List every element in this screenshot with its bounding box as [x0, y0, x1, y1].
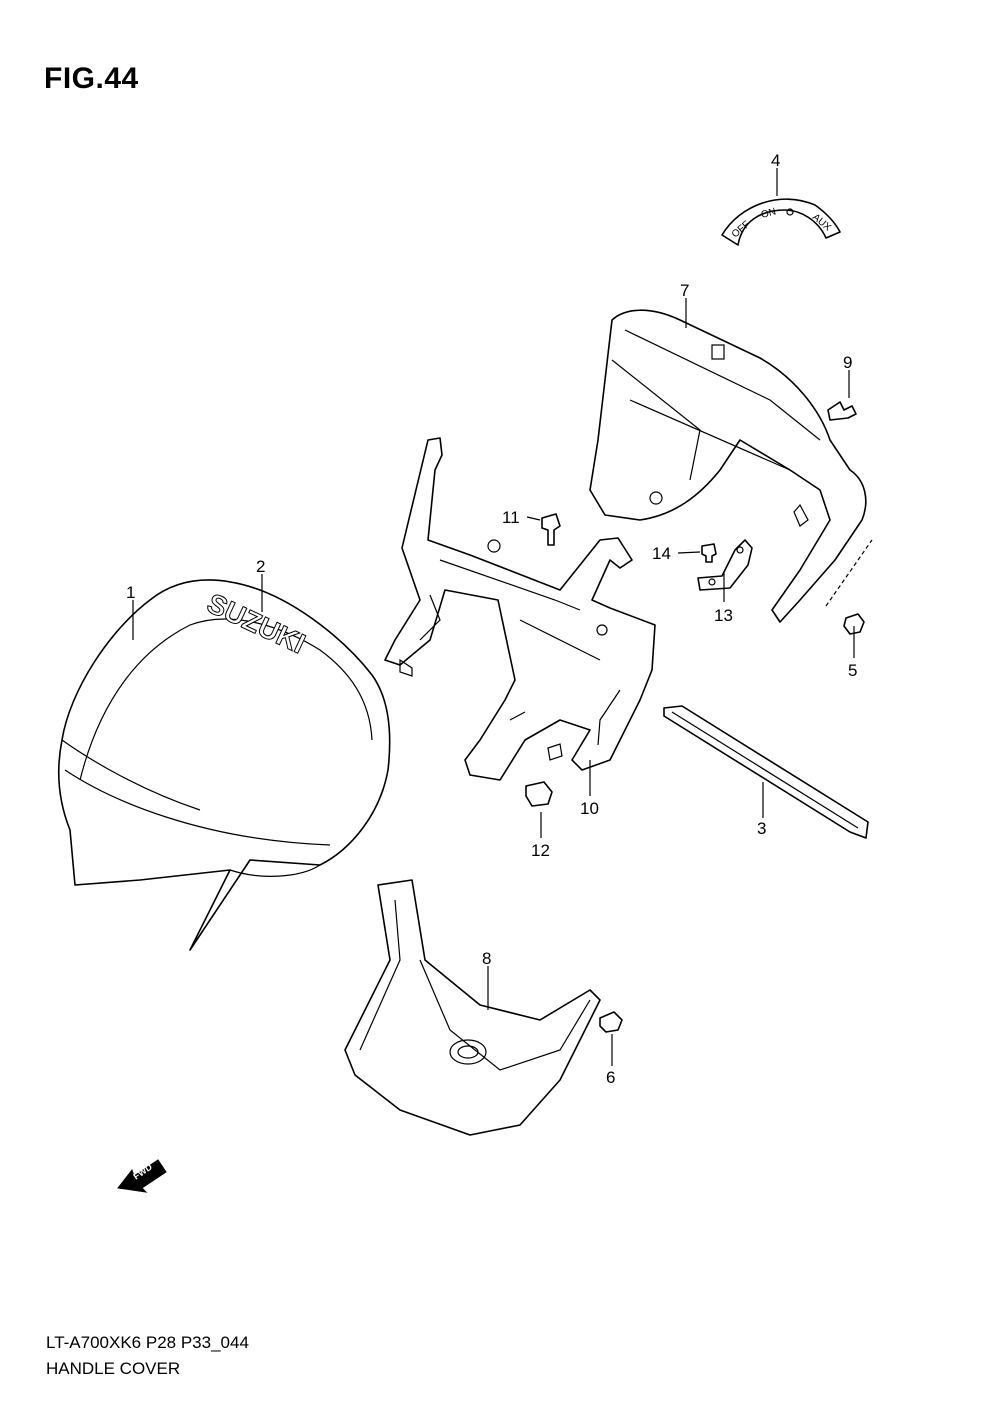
part-1-handle-cover[interactable]	[57, 579, 391, 951]
section-name: HANDLE COVER	[46, 1359, 181, 1378]
part-3-seal-strip[interactable]	[663, 705, 869, 839]
callout-1: 1	[126, 583, 135, 602]
callout-14: 14	[652, 544, 671, 563]
callout-leaders	[132, 168, 855, 1066]
part-8-lower-cover[interactable]	[344, 879, 601, 1136]
part-7-upper-cover[interactable]	[589, 309, 867, 623]
callout-7: 7	[680, 281, 689, 300]
part-12-grommet[interactable]	[525, 781, 553, 807]
callout-3: 3	[757, 819, 766, 838]
light-icon	[786, 208, 794, 216]
callout-12: 12	[531, 841, 550, 860]
fwd-arrow-icon: FWD	[117, 1159, 167, 1193]
callout-labels: 1 2 3 4 5 6 7 8 9 10 11 12 13 14	[126, 151, 857, 1087]
part-10-bracket[interactable]	[384, 437, 656, 781]
part-5-clip[interactable]	[843, 613, 865, 635]
part-13-clamp[interactable]	[697, 539, 753, 591]
part-4-switch-decal[interactable]: OFF ON AUX	[721, 198, 841, 246]
callout-2: 2	[256, 557, 265, 576]
part-9-screw[interactable]	[827, 401, 857, 421]
callout-8: 8	[482, 949, 491, 968]
callout-6: 6	[606, 1068, 615, 1087]
callout-13: 13	[714, 606, 733, 625]
part-14-screw[interactable]	[701, 543, 717, 563]
callout-10: 10	[580, 799, 599, 818]
figure-title: FIG.44	[44, 62, 139, 95]
figure-footer: LT-A700XK6 P28 P33_044 HANDLE COVER	[46, 1330, 249, 1382]
callout-9: 9	[843, 353, 852, 372]
part-6-clip[interactable]	[599, 1011, 623, 1033]
callout-11: 11	[502, 508, 520, 527]
model-code: LT-A700XK6 P28 P33_044	[46, 1333, 249, 1352]
part-11-bolt[interactable]	[541, 513, 561, 546]
callout-5: 5	[848, 661, 857, 680]
decal-on-label: ON	[760, 206, 777, 221]
callout-4: 4	[771, 151, 780, 170]
